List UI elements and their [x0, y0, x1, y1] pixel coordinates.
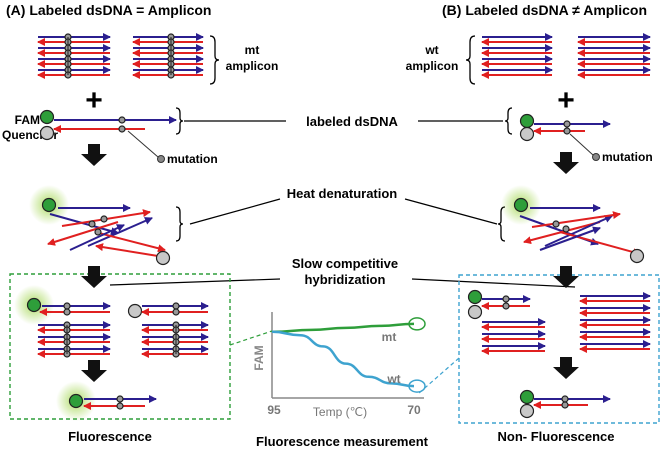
mutation-site	[561, 395, 569, 403]
quencher	[519, 126, 535, 142]
chart-x-start: 95	[267, 403, 281, 417]
mutation-site	[172, 302, 180, 310]
panel-b-title: (B) Labeled dsDNA ≠ Amplicon	[442, 2, 647, 18]
quencher	[519, 403, 535, 419]
labeled-dsdna-label: labeled dsDNA	[306, 114, 398, 129]
mt-amplicon-label-2: amplicon	[226, 59, 279, 73]
brace-a-amplicon	[209, 35, 220, 85]
mutation-site	[502, 302, 510, 310]
brace-a-labeled	[175, 107, 184, 135]
brace-b-heat	[497, 206, 506, 242]
fam-dye	[41, 197, 57, 213]
fam-label: FAM	[15, 113, 40, 127]
chart-title: Fluorescence measurement	[256, 434, 429, 449]
mutation-site	[63, 302, 71, 310]
fam-dye	[68, 393, 84, 409]
series-line-mt	[271, 322, 415, 334]
mutation-pointer	[127, 130, 159, 158]
connector-slow-b	[411, 278, 576, 288]
slow-hybridization-label-2: hybridization	[305, 272, 386, 287]
denatured-strand	[544, 215, 613, 247]
plus-a: +	[85, 84, 103, 117]
brace-b-labeled	[504, 107, 513, 135]
mutation-site	[118, 116, 126, 124]
plus-b: +	[557, 84, 575, 117]
mutation-pointer	[569, 133, 594, 156]
mutation-site	[561, 401, 569, 409]
process-arrow	[81, 266, 107, 288]
result-box-b	[458, 274, 660, 424]
mutation-site	[562, 225, 570, 233]
denatured-strand	[559, 231, 641, 257]
denatured-strand	[539, 226, 601, 251]
denatured-strand	[531, 211, 621, 228]
quencher	[127, 303, 143, 319]
chart-ylabel: FAM	[252, 345, 266, 370]
quencher	[467, 304, 483, 320]
connector-slow-a	[109, 278, 281, 286]
mutation-site	[552, 220, 560, 228]
mutation-site	[116, 395, 124, 403]
non-fluorescence-label: Non- Fluorescence	[497, 429, 614, 444]
fam-dye	[519, 113, 535, 129]
chart-mt-label: mt	[382, 330, 397, 344]
process-arrow	[553, 152, 579, 174]
mutation-label-b: mutation	[602, 150, 653, 164]
chart-xlabel: Temp (℃)	[313, 405, 367, 419]
mutation-site	[118, 125, 126, 133]
brace-a-heat	[175, 206, 184, 242]
wt-amplicon-label: wt	[424, 43, 438, 57]
link-box-b-wt	[417, 357, 460, 395]
process-arrow	[553, 266, 579, 288]
process-arrow	[81, 360, 107, 382]
denatured-strand	[69, 224, 125, 251]
chart-x-end: 70	[407, 403, 421, 417]
denatured-strand	[47, 221, 119, 246]
quencher	[629, 248, 645, 264]
panel-a-title: (A) Labeled dsDNA = Amplicon	[6, 2, 211, 18]
series-line-wt	[271, 330, 415, 388]
fluorescence-label: Fluorescence	[68, 429, 152, 444]
mutation-site	[100, 215, 108, 223]
mutation-site	[63, 308, 71, 316]
connector-heat-a	[189, 198, 281, 225]
mt-amplicon-label: mt	[245, 43, 260, 57]
mutation-site	[94, 228, 102, 236]
mutation-label-a: mutation	[167, 152, 218, 166]
heat-denaturation-label: Heat denaturation	[287, 186, 398, 201]
mutation-site	[563, 127, 571, 135]
fam-dye	[513, 197, 529, 213]
link-box-a-mt	[229, 330, 273, 346]
denatured-strand	[94, 231, 166, 253]
fam-dye	[519, 389, 535, 405]
mutation-marker-b	[592, 153, 600, 161]
series-endpoint-wt	[408, 379, 426, 393]
quencher	[39, 125, 55, 141]
melt-chart: FAM 95 70 Temp (℃) mt wt	[252, 312, 426, 419]
connector-heat-b	[404, 198, 498, 225]
wt-amplicon-label-2: amplicon	[406, 59, 459, 73]
slow-hybridization-label-1: Slow competitive	[292, 256, 398, 271]
mutation-site	[88, 220, 96, 228]
mutation-site	[502, 295, 510, 303]
series-endpoint-mt	[408, 317, 426, 331]
mutation-site	[116, 402, 124, 410]
process-arrow	[81, 144, 107, 166]
mutation-site	[563, 120, 571, 128]
fam-dye	[26, 297, 42, 313]
denatured-strand	[87, 217, 153, 247]
quencher	[155, 250, 171, 266]
process-arrow	[553, 357, 579, 379]
brace-b-amplicon	[465, 35, 476, 85]
mutation-site	[172, 308, 180, 316]
fam-dye	[467, 289, 483, 305]
chart-wt-label: wt	[386, 372, 400, 386]
denatured-strand	[95, 243, 159, 257]
mutation-marker-a	[157, 155, 165, 163]
fam-dye	[39, 109, 55, 125]
